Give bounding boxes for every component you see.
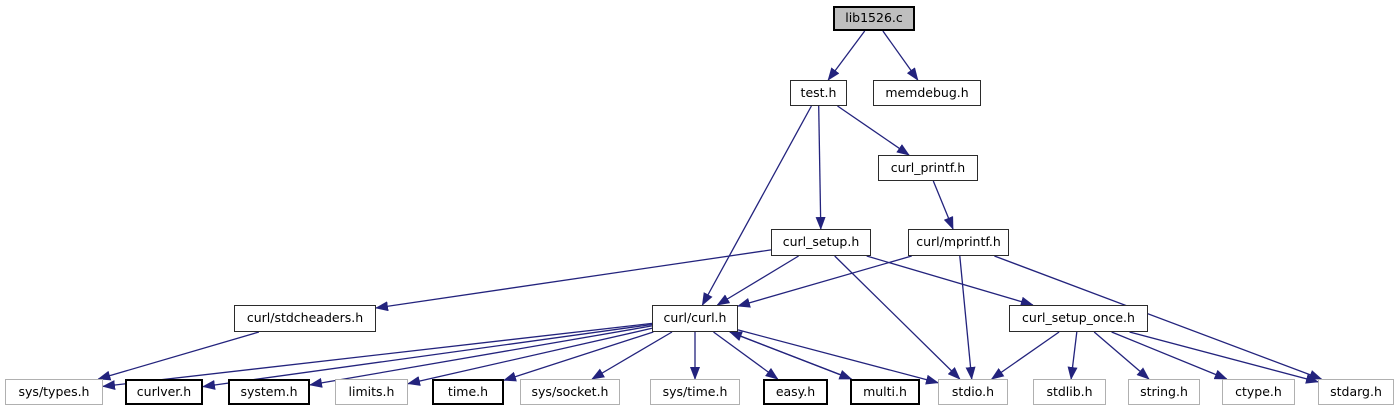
graph-node-multi_h[interactable]: multi.h: [850, 379, 920, 405]
include-edge-curl_setup_h-to-curl_setup_once_h: [866, 255, 1034, 307]
include-edge-curl_setup_once_h-to-string_h: [1093, 331, 1150, 380]
graph-node-curl_curl_h[interactable]: curl/curl.h: [652, 305, 738, 332]
include-edge-curl_setup_h-to-curl_stdcheaders_h: [375, 249, 772, 312]
include-edge-curl_curl_h-to-stdio_h: [737, 329, 939, 385]
include-edge-multi_h-to-curl_curl_h: [728, 331, 852, 380]
graph-node-time_h[interactable]: time.h: [432, 379, 504, 405]
include-edge-curl_setup_h-to-curl_curl_h: [716, 255, 799, 306]
include-edge-curl_curl_h-to-limits_h: [407, 327, 653, 386]
include-edge-curl_printf_h-to-curl_mprintf_h: [932, 180, 954, 230]
include-edge-curl_setup_once_h-to-stdio_h: [990, 331, 1060, 380]
graph-node-test_h[interactable]: test.h: [790, 80, 847, 106]
graph-node-curl_setup_h[interactable]: curl_setup.h: [771, 229, 871, 256]
include-edge-curl_curl_h-to-system_h: [309, 325, 653, 388]
graph-node-stdarg_h: stdarg.h: [1318, 379, 1394, 405]
graph-node-sys_time_h: sys/time.h: [650, 379, 740, 405]
graph-node-ctype_h: ctype.h: [1222, 379, 1295, 405]
graph-node-sys_socket_h: sys/socket.h: [520, 379, 620, 405]
include-edge-curl_setup_h-to-stdio_h: [834, 255, 961, 380]
include-edge-test_h-to-curl_setup_h: [815, 105, 826, 230]
include-edge-curl_stdcheaders_h-to-sys_types_h: [97, 331, 260, 381]
graph-node-system_h[interactable]: system.h: [228, 379, 310, 405]
include-edge-curl_setup_once_h-to-stdarg_h: [1129, 331, 1319, 384]
graph-node-curl_printf_h[interactable]: curl_printf.h: [878, 155, 978, 181]
include-edge-curl_curl_h-to-sys_socket_h: [591, 331, 673, 380]
include-edge-curl_setup_once_h-to-ctype_h: [1111, 331, 1228, 380]
include-edge-curl_setup_once_h-to-stdlib_h: [1067, 331, 1078, 380]
graph-node-limits_h: limits.h: [335, 379, 408, 405]
graph-node-curl_setup_once_h[interactable]: curl_setup_once.h: [1009, 305, 1148, 332]
include-edge-curl_curl_h-to-sys_types_h: [102, 322, 653, 390]
include-edge-curl_curl_h-to-time_h: [503, 331, 654, 382]
graph-node-string_h: string.h: [1128, 379, 1200, 405]
include-edge-lib1526c-to-test_h: [827, 30, 866, 81]
graph-node-sys_types_h: sys/types.h: [5, 379, 103, 405]
graph-node-easy_h[interactable]: easy.h: [763, 379, 828, 405]
graph-node-curlver_h[interactable]: curlver.h: [125, 379, 203, 405]
include-edge-curl_curl_h-to-curlver_h: [202, 323, 653, 390]
graph-node-lib1526c: lib1526.c: [833, 6, 915, 31]
graph-node-stdlib_h: stdlib.h: [1033, 379, 1106, 405]
graph-node-memdebug_h[interactable]: memdebug.h: [873, 80, 981, 106]
include-edge-curl_curl_h-to-easy_h: [713, 331, 779, 380]
graph-node-curl_stdcheaders_h[interactable]: curl/stdcheaders.h: [234, 305, 376, 332]
include-edge-curl_mprintf_h-to-stdarg_h: [994, 255, 1323, 380]
include-edge-test_h-to-curl_printf_h: [837, 105, 910, 156]
graph-node-curl_mprintf_h[interactable]: curl/mprintf.h: [908, 229, 1009, 256]
include-edge-test_h-to-curl_curl_h: [701, 105, 812, 306]
graph-node-stdio_h: stdio.h: [938, 379, 1008, 405]
include-edge-lib1526c-to-memdebug_h: [882, 30, 919, 81]
include-edge-curl_mprintf_h-to-stdio_h: [959, 255, 976, 380]
include-edge-curl_mprintf_h-to-curl_curl_h: [737, 255, 912, 308]
